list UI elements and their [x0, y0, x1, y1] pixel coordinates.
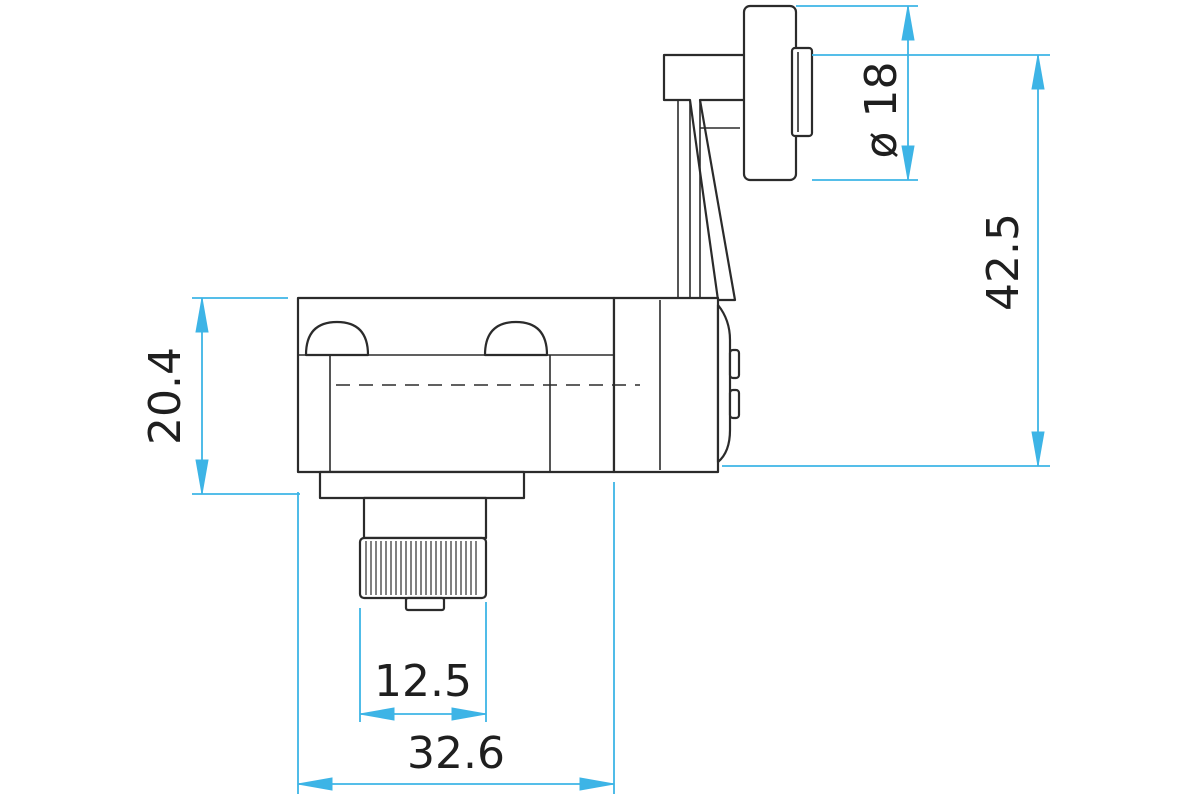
knurl-texture — [365, 541, 477, 595]
dimension-body-width-label: 32.6 — [407, 728, 505, 779]
head-boss — [716, 303, 732, 464]
dimension-overall-height: 42.5 — [722, 54, 1050, 467]
dimension-body-width: 32.6 — [297, 482, 615, 794]
lever-arm — [662, 53, 747, 302]
dimension-roller-diameter-label: ø 18 — [856, 62, 907, 159]
dimension-body-height-label: 20.4 — [140, 347, 191, 445]
knurled-ring — [358, 536, 488, 600]
roller-wheel — [742, 4, 798, 182]
roller-axle — [790, 46, 814, 138]
mount-boss-right — [483, 320, 549, 357]
plunger-tip — [404, 596, 446, 612]
head-nub-bottom — [728, 388, 741, 420]
dimension-plunger-width-label: 12.5 — [374, 656, 472, 707]
plunger-body — [362, 496, 488, 540]
limit-switch-body — [296, 4, 814, 612]
head-nub-top — [728, 348, 741, 380]
dimension-roller-diameter: ø 18 — [796, 5, 918, 181]
dimension-body-height: 20.4 — [140, 297, 300, 495]
dimension-plunger-width: 12.5 — [359, 602, 487, 722]
mount-boss-left — [304, 320, 370, 357]
bottom-flange — [318, 470, 526, 500]
dimensions: ø 18 42.5 20.4 12.5 — [140, 5, 1050, 794]
head-block — [612, 296, 720, 474]
dimension-overall-height-label: 42.5 — [978, 213, 1029, 311]
